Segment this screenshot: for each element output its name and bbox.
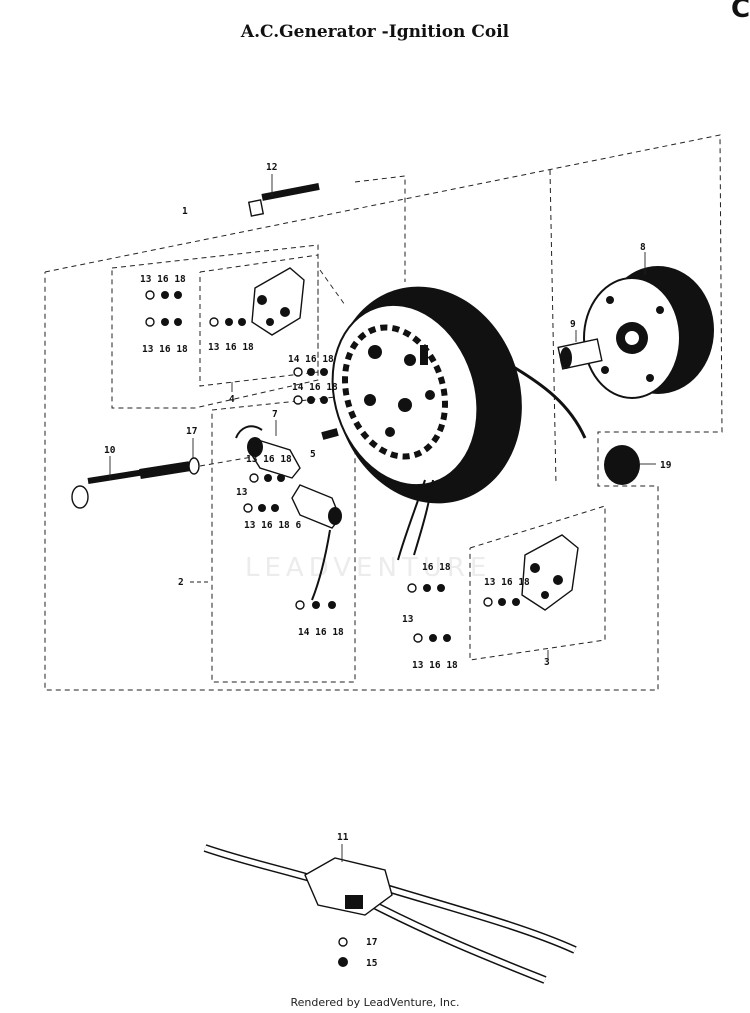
bolt-12 bbox=[247, 174, 320, 217]
callout-group-1b: 13 16 18 bbox=[142, 344, 188, 355]
callout-group-1c: 13 16 18 bbox=[208, 342, 254, 353]
stator-group-boundary bbox=[111, 244, 319, 409]
callout-group-5a: 16 18 bbox=[422, 562, 451, 573]
callout-group-2a: 14 16 18 bbox=[288, 354, 334, 365]
footer-credit: Rendered by LeadVenture, Inc. bbox=[290, 996, 460, 1009]
generator-housing-boundary bbox=[354, 175, 406, 282]
assembly-boundaries bbox=[44, 134, 723, 691]
callout-10: 10 bbox=[104, 445, 116, 456]
contact-breaker-1 bbox=[251, 267, 346, 336]
part-5 bbox=[321, 428, 339, 440]
callout-12: 12 bbox=[266, 162, 277, 173]
outer-assembly-boundary bbox=[44, 134, 723, 691]
callouts: 12 1 8 9 4 7 5 17 10 19 2 3 11 17 15 13 … bbox=[104, 162, 672, 969]
callout-7: 7 bbox=[272, 409, 278, 420]
callout-8: 8 bbox=[640, 242, 646, 253]
ignition-coil-7 bbox=[235, 420, 301, 479]
condenser bbox=[291, 484, 342, 601]
callout-17-upper: 17 bbox=[186, 426, 197, 437]
diagram-title: A.C.Generator -Ignition Coil bbox=[240, 22, 510, 42]
callout-5: 5 bbox=[310, 449, 316, 460]
callout-17-lower: 17 bbox=[366, 937, 377, 948]
callout-group-1a: 13 16 18 bbox=[140, 274, 186, 285]
rotor-8 bbox=[583, 252, 714, 399]
callout-19: 19 bbox=[660, 460, 672, 471]
callout-2: 2 bbox=[178, 577, 184, 588]
rotor-shaft-boundary bbox=[549, 169, 557, 486]
callout-group-3b: 13 bbox=[236, 487, 248, 498]
cap-19 bbox=[604, 445, 656, 485]
callout-group-3a: 13 16 18 bbox=[246, 454, 292, 465]
callout-group-2b: 14 16 18 bbox=[292, 382, 338, 393]
callout-3: 3 bbox=[544, 657, 550, 668]
callout-group-5b: 13 bbox=[402, 614, 414, 625]
screw-clusters bbox=[145, 290, 549, 660]
callout-4: 4 bbox=[229, 394, 235, 405]
callout-9: 9 bbox=[570, 319, 576, 330]
contact-breaker-1-boundary bbox=[199, 254, 319, 387]
shaft-9 bbox=[557, 330, 603, 370]
callout-group-5c: 13 16 18 bbox=[484, 577, 530, 588]
harness-clamp-11 bbox=[203, 844, 577, 984]
callout-15: 15 bbox=[366, 958, 378, 969]
callout-group-5d: 13 16 18 bbox=[412, 660, 458, 671]
contact-breaker-2-boundary bbox=[469, 505, 606, 661]
callout-11: 11 bbox=[337, 832, 349, 843]
callout-group-3c: 13 16 18 6 bbox=[244, 520, 301, 531]
stator-generator bbox=[331, 286, 587, 561]
bolt-10 bbox=[71, 438, 259, 509]
callout-1: 1 bbox=[182, 206, 188, 217]
contact-breaker-2 bbox=[521, 534, 579, 611]
callout-group-4: 14 16 18 bbox=[298, 627, 344, 638]
corner-mark: C bbox=[731, 0, 750, 24]
coil-group-boundary bbox=[211, 394, 356, 683]
watermark: LEADVENTURE bbox=[245, 553, 492, 583]
